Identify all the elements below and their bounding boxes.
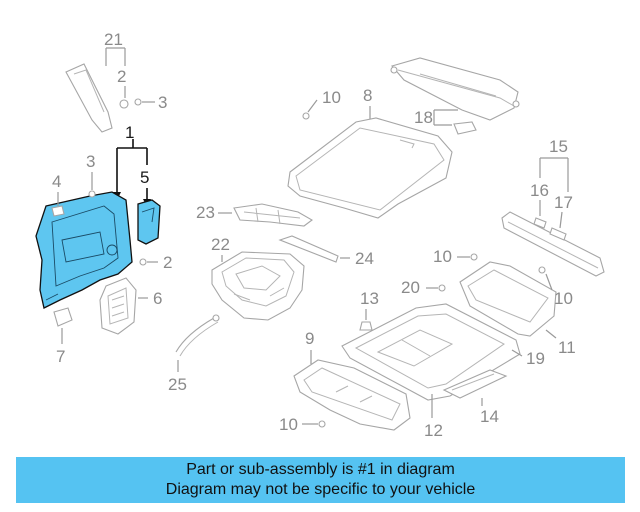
part-24-rod [278,235,350,263]
part-25-hose [175,314,220,372]
callout-9: 9 [305,329,314,348]
callout-21: 21 [104,30,123,49]
callout-10-bottom: 10 [279,415,298,434]
callout-5: 5 [140,168,149,187]
callout-11: 11 [558,338,576,357]
callout-10-far-right: 10 [554,289,573,308]
callout-16: 16 [530,181,549,200]
banner-line-2: Diagram may not be specific to your vehi… [165,481,476,498]
callout-10-right: 10 [433,247,452,266]
banner-line-1: Part or sub-assembly is #1 in diagram [186,461,455,478]
callout-2-mid: 2 [163,253,172,272]
callout-2-top: 2 [117,67,126,86]
callout-22: 22 [211,235,230,254]
parts-diagram: 21 2 3 1 5 3 4 2 [35,30,605,440]
callout-19: 19 [526,349,545,368]
part-cargo-cover [390,57,520,121]
part-8-floor-mat [287,117,453,219]
clip-fastener-top [119,98,155,109]
callout-3-mid: 3 [86,152,95,171]
callout-1: 1 [125,123,134,142]
callout-17: 17 [554,193,573,212]
callout-6: 6 [153,289,162,308]
callout-3-top: 3 [158,93,167,112]
callout-4: 4 [52,172,61,191]
callout-8: 8 [363,86,372,105]
callout-18: 18 [414,108,433,127]
part-21-pillar-trim [65,47,126,133]
part-6-bracket [99,277,148,335]
part-5-small-trim[interactable] [137,199,161,245]
callout-20: 20 [401,278,420,297]
callout-15: 15 [549,137,568,156]
callout-23: 23 [196,203,215,222]
callout-13: 13 [360,289,379,308]
callout-12: 12 [424,421,443,440]
callout-25: 25 [168,375,187,394]
part-1-quarter-trim-panel[interactable] [35,191,133,309]
part-9-cross-member [293,359,411,431]
part-11-storage-tub [459,261,557,337]
part-7-clip [53,307,73,344]
part-14-sill-insert [442,369,508,406]
callout-14: 14 [480,407,499,426]
part-15-sill-plate [501,211,605,277]
callout-10-top: 10 [322,88,341,107]
callout-24: 24 [355,249,374,268]
part-22-spare-tray [211,251,305,321]
callout-7: 7 [56,347,65,366]
part-23-jack [233,203,313,227]
info-banner: Part or sub-assembly is #1 in diagram Di… [16,457,625,503]
